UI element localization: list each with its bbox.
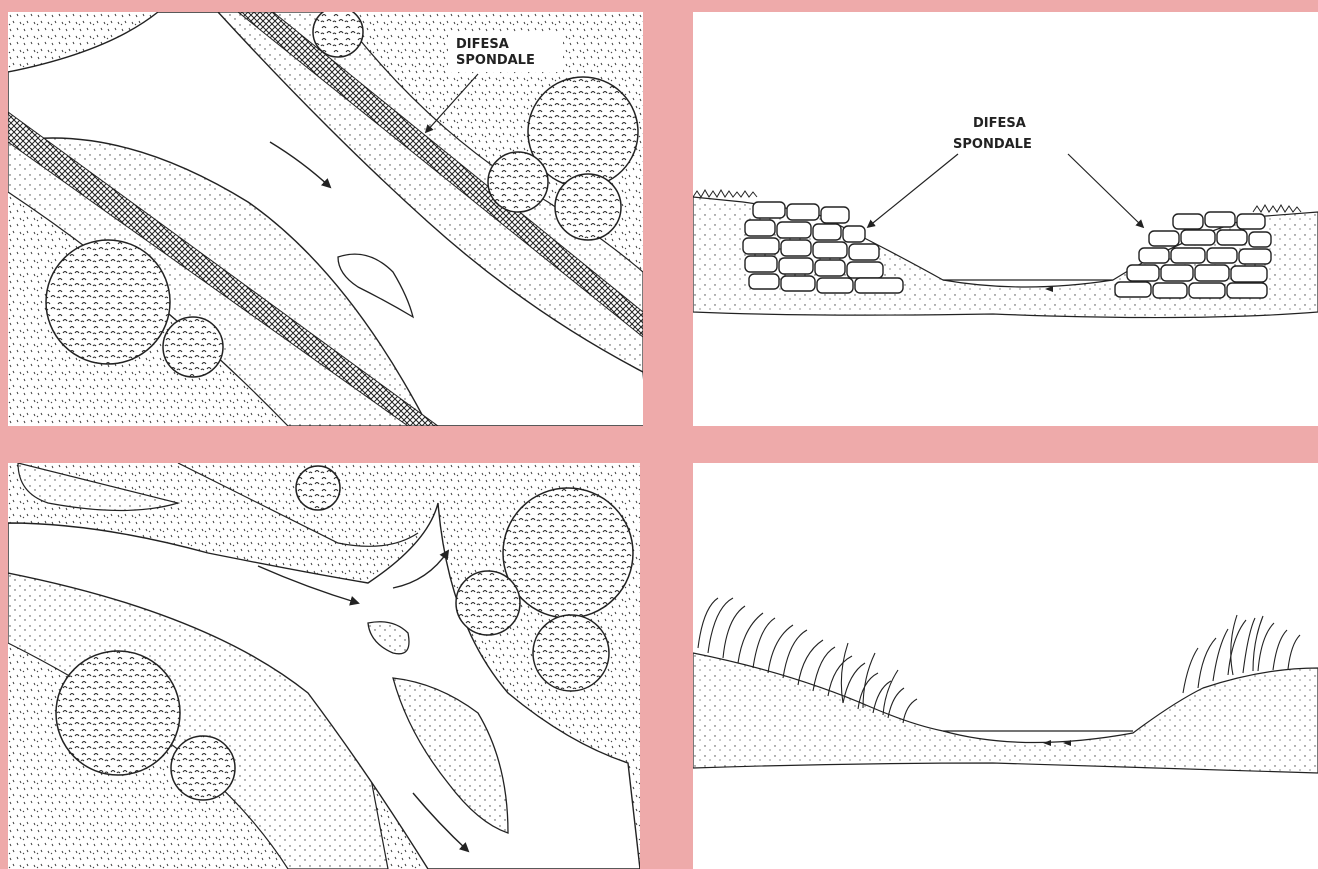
bank-protection-label-line2: SPONDALE bbox=[953, 137, 1032, 152]
label-pointer-arrow-left bbox=[868, 154, 958, 227]
cross-section-natural bbox=[693, 463, 1318, 869]
cross-section-channelized-drawing: DIFESA SPONDALE bbox=[693, 12, 1318, 426]
plan-view-natural-drawing bbox=[8, 463, 640, 869]
label-pointer-arrow-right bbox=[1068, 154, 1143, 227]
plan-view-natural bbox=[8, 463, 640, 869]
cross-section-natural-drawing bbox=[693, 463, 1318, 869]
bank-protection-label-line2: SPONDALE bbox=[456, 53, 535, 68]
bank-protection-label-line1: DIFESA bbox=[973, 116, 1026, 131]
bank-protection-label-line1: DIFESA bbox=[456, 37, 509, 52]
plan-view-channelized-drawing: DIFESA SPONDALE bbox=[8, 12, 643, 426]
plan-view-channelized: DIFESA SPONDALE bbox=[8, 12, 643, 426]
cross-section-channelized: DIFESA SPONDALE bbox=[693, 12, 1318, 426]
